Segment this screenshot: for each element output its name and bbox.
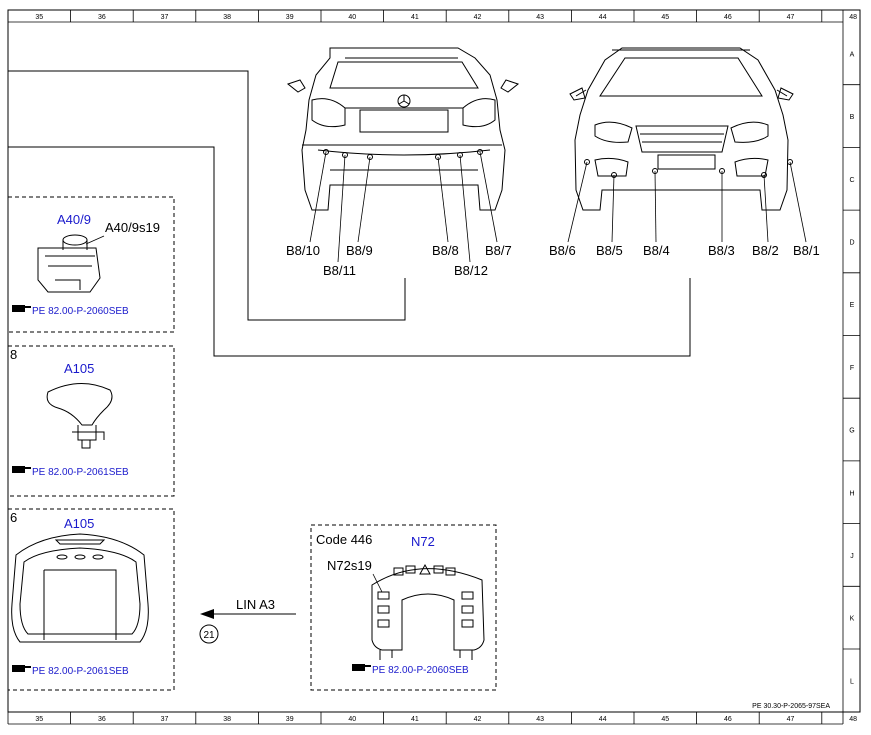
box-a105-top: 8 A105 PE 82.00-P-2061SEB xyxy=(8,345,175,497)
box-a105-bottom-ref[interactable]: PE 82.00-P-2061SEB xyxy=(32,666,129,677)
grid-column-label: 44 xyxy=(599,716,607,723)
sensor-label-b8-8: B8/8 xyxy=(432,243,459,258)
harness-line-front xyxy=(8,146,691,357)
grid-column-label: 48 xyxy=(849,14,857,21)
box-n72-part: N72s19 xyxy=(327,558,372,573)
grid-column-label: 42 xyxy=(474,716,482,723)
sensor-label-b8-5: B8/5 xyxy=(596,243,623,258)
connection-marker-number: 21 xyxy=(203,630,215,641)
grid-column-label: 40 xyxy=(348,716,356,723)
connection-marker xyxy=(199,624,219,644)
reference-icon xyxy=(12,665,31,672)
sensor-label-b8-9: B8/9 xyxy=(346,243,373,258)
box-a105-top-side: 8 xyxy=(10,347,17,362)
box-a105-bottom-side: 6 xyxy=(10,510,17,525)
grid-column-labels-top: 35 36 37 38 39 40 41 42 43 44 45 46 47 48 xyxy=(35,14,857,21)
grid-column-label: 48 xyxy=(849,716,857,723)
grid-column-label: 38 xyxy=(223,14,231,21)
grid-column-label: 41 xyxy=(411,14,419,21)
grid-column-label: 39 xyxy=(286,14,294,21)
box-a40-title: A40/9 xyxy=(57,212,91,227)
grid-row-label: K xyxy=(850,616,855,623)
grid-column-label: 45 xyxy=(661,716,669,723)
sensor-label-b8-12: B8/12 xyxy=(454,263,488,278)
grid-row-label: H xyxy=(849,490,854,497)
grid-column-label: 36 xyxy=(98,14,106,21)
box-n72: Code 446 N72 N72s19 PE 82.00-P-2060SEB xyxy=(310,524,497,691)
grid-row-label: L xyxy=(850,678,854,685)
sensor-label-b8-6: B8/6 xyxy=(549,243,576,258)
grid-row-ticks xyxy=(843,84,860,650)
grid-column-label: 41 xyxy=(411,716,419,723)
grid-column-label: 43 xyxy=(536,14,544,21)
sheet-id: PE 30.30-P-2065-97SEA xyxy=(752,703,830,710)
grid-column-label: 35 xyxy=(35,14,43,21)
rear-view-car xyxy=(286,47,520,211)
grid-row-label: D xyxy=(849,239,854,246)
control-panel-illustration xyxy=(371,563,485,660)
sensor-label-b8-2: B8/2 xyxy=(752,243,779,258)
grid-column-label: 36 xyxy=(98,716,106,723)
box-n72-title: N72 xyxy=(411,534,435,549)
grid-column-label: 45 xyxy=(661,14,669,21)
gear-selector-illustration xyxy=(46,382,113,449)
grid-row-labels: A B C D E F G H J K L xyxy=(849,51,854,685)
reference-icon xyxy=(12,466,31,473)
switch-unit-illustration xyxy=(37,234,101,293)
box-a105-top-ref[interactable]: PE 82.00-P-2061SEB xyxy=(32,467,129,478)
lin-arrow-icon xyxy=(200,609,214,619)
box-a40-part-label: A40/9s19 xyxy=(105,220,160,235)
sheet-frame xyxy=(7,9,861,713)
grid-column-label: 44 xyxy=(599,14,607,21)
sensor-label-b8-3: B8/3 xyxy=(708,243,735,258)
grid-row-label: E xyxy=(850,302,855,309)
grid-column-label: 47 xyxy=(787,14,795,21)
grid-column-label: 35 xyxy=(35,716,43,723)
sensor-label-b8-1: B8/1 xyxy=(793,243,820,258)
box-n72-ref[interactable]: PE 82.00-P-2060SEB xyxy=(372,665,469,676)
box-a40-ref[interactable]: PE 82.00-P-2060SEB xyxy=(32,306,129,317)
grid-row-label: G xyxy=(849,428,854,435)
grid-column-label: 40 xyxy=(348,14,356,21)
box-a105-bottom: 6 A105 PE 82.00-P-2061SEB xyxy=(8,508,175,691)
sensor-label-b8-10: B8/10 xyxy=(286,243,320,258)
grid-column-label: 46 xyxy=(724,716,732,723)
reference-icon xyxy=(12,305,31,312)
grid-column-label: 38 xyxy=(223,716,231,723)
grid-column-label: 46 xyxy=(724,14,732,21)
sensor-label-b8-4: B8/4 xyxy=(643,243,670,258)
grid-row-label: J xyxy=(850,553,854,560)
grid-row-label: B xyxy=(850,114,855,121)
grid-column-label: 37 xyxy=(161,716,169,723)
box-a40-9: A40/9 A40/9s19 PE 82.00-P-2060SEB xyxy=(8,196,175,333)
sensor-label-b8-7: B8/7 xyxy=(485,243,512,258)
front-view-car xyxy=(569,47,794,211)
grid-row-label: F xyxy=(850,365,854,372)
grid-row-label: A xyxy=(850,51,855,58)
harness-line-rear xyxy=(8,70,406,321)
grid-column-label: 47 xyxy=(787,716,795,723)
sensor-label-b8-11: B8/11 xyxy=(323,263,356,278)
grid-column-labels-bottom: 35 36 37 38 39 40 41 42 43 44 45 46 47 48 xyxy=(35,716,857,723)
box-n72-code: Code 446 xyxy=(316,532,372,547)
grid-row-label: C xyxy=(849,177,854,184)
grid-column-ticks xyxy=(70,10,823,724)
grid-column-label: 39 xyxy=(286,716,294,723)
lin-a3-label: LIN A3 xyxy=(236,597,275,612)
grid-column-label: 37 xyxy=(161,14,169,21)
grid-column-label: 43 xyxy=(536,716,544,723)
box-a105-top-title: A105 xyxy=(64,361,94,376)
grid-column-label: 42 xyxy=(474,14,482,21)
box-a105-bottom-title: A105 xyxy=(64,516,94,531)
reference-icon xyxy=(352,664,371,671)
overhead-panel-illustration xyxy=(11,533,149,643)
